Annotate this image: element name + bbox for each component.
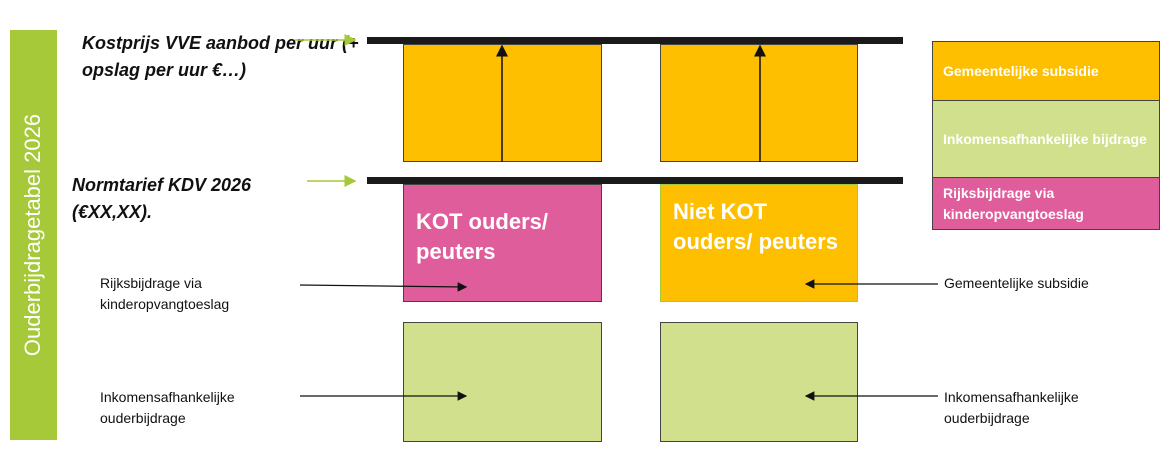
normtarief-line [367,177,903,184]
left-arrow-rijksbijdrage [299,282,468,292]
kostprijs-label: Kostprijs VVE aanbod per uur (+ opslag p… [82,33,359,80]
right-annotation-subsidy: Gemeentelijke subsidie [944,275,1089,291]
side-title-bar [10,30,57,440]
legend-item-income: Inkomensafhankelijke bijdrage [932,101,1160,178]
legend: Gemeentelijke subsidie Inkomensafhankeli… [932,41,1160,230]
normtarief-label: Normtarief KDV 2026 (€XX,XX). [72,175,252,222]
kot-rijksbijdrage-box: KOT ouders/ peuters [403,184,602,302]
niet-kot-income-box [660,322,858,442]
legend-item-subsidy: Gemeentelijke subsidie [932,41,1160,101]
niet-kot-subsidy-box [660,44,858,162]
kostprijs-line [367,37,903,44]
left-annotation-rijksbijdrage: Rijksbijdrage via kinderopvangtoeslag [100,275,230,312]
right-annotation-income: Inkomensafhankelijke ouderbijdrage [944,389,1079,426]
left-annotation-income: Inkomensafhankelijke ouderbijdrage [100,389,235,426]
niet-kot-subsidy-middle-box: Niet KOT ouders/ peuters [660,184,858,302]
legend-item-rijksbijdrage: Rijksbijdrage via kinderopvangtoeslag [932,178,1160,230]
kot-income-box [403,322,602,442]
